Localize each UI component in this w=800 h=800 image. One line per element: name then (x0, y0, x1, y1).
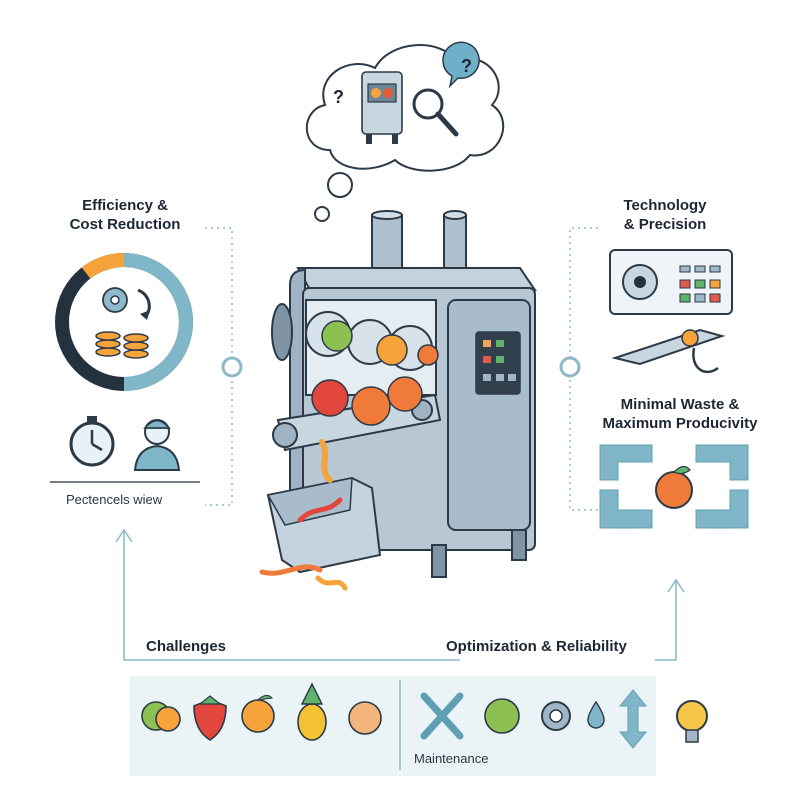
control-panel-icon (609, 249, 733, 315)
lightbulb-icon (676, 700, 708, 743)
optimization-label: Optimization & Reliability (446, 638, 627, 655)
pectencels-label: Pectencels wiew (66, 492, 163, 507)
stopwatch-icon (69, 416, 115, 467)
apple-orange-icon (141, 701, 181, 732)
minimal-waste-label-line2: Maximum Producivity (602, 415, 758, 432)
melon-green-icon (484, 698, 520, 734)
technology-label-line1: Technology (623, 197, 707, 214)
strawberry-icon (193, 695, 227, 741)
efficiency-label-line1: Efficiency & (82, 197, 168, 214)
coin-stack-icon (95, 331, 149, 359)
minimal-waste-label-line1: Minimal Waste & (620, 396, 740, 413)
processing-machine (259, 210, 537, 591)
challenges-label: Challenges (146, 638, 227, 655)
gear-icon (541, 701, 571, 731)
blade-icon (611, 328, 726, 374)
maintenance-label: Maintenance (414, 751, 489, 766)
right-connector-node (559, 356, 581, 378)
orange-fruit-icon (241, 694, 275, 733)
efficiency-label-line2: Cost Reduction (69, 216, 181, 233)
up-down-arrow-icon (618, 689, 648, 749)
efficiency-label: Efficiency & Cost Reduction (40, 196, 210, 234)
worker-icon (133, 419, 181, 471)
thought-bubble (305, 41, 505, 222)
gear-arrow-icon (102, 287, 151, 320)
technology-label: Technology & Precision (590, 196, 740, 234)
technology-label-line2: & Precision (623, 216, 707, 233)
wrench-screwdriver-icon (420, 692, 464, 740)
orange-icon (655, 465, 693, 509)
left-connector-node (221, 356, 243, 378)
question-mark-right: ? (461, 56, 472, 76)
melon-icon (348, 701, 382, 735)
water-drop-icon (587, 700, 605, 729)
pineapple-icon (297, 682, 327, 741)
efficiency-ring (55, 253, 194, 391)
minimal-waste-label: Minimal Waste & Maximum Producivity (582, 395, 778, 433)
question-mark-left: ? (333, 87, 344, 107)
arrows-frame-icon (599, 444, 749, 529)
